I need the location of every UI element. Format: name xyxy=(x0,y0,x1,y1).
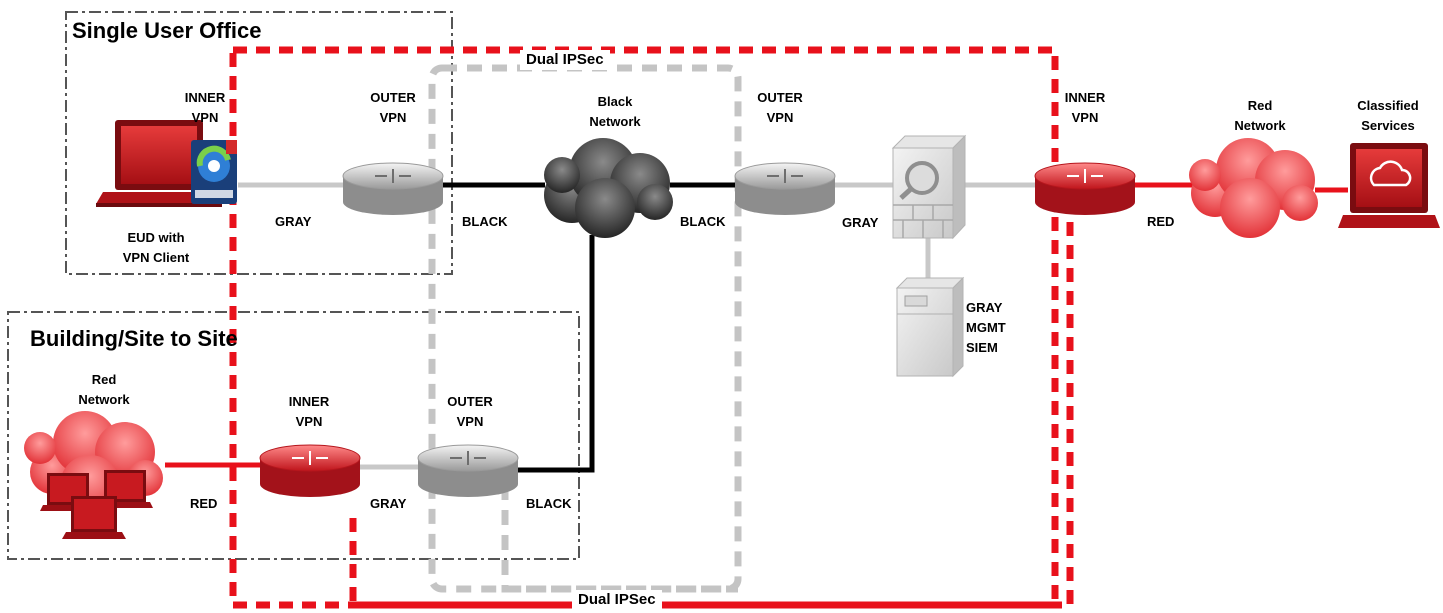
link-label-gray: GRAY xyxy=(842,215,879,230)
black-network-cloud-icon xyxy=(544,138,673,238)
tunnel-inner-red-lower-left xyxy=(349,215,1074,609)
red-laptop-icon xyxy=(62,496,126,539)
link-label-gray: GRAY xyxy=(370,496,407,511)
outer-vpn-router-icon xyxy=(342,162,444,215)
red-laptop-icon xyxy=(40,473,96,511)
inner-vpn-router-bottom-icon xyxy=(259,444,361,497)
outer-vpn-router-right-icon xyxy=(734,162,836,215)
tunnel-outer-gray-lower-left xyxy=(501,485,738,593)
classified-services-laptop-icon xyxy=(1338,143,1440,228)
firewall-icon xyxy=(891,134,967,240)
link-label-red: RED xyxy=(1147,214,1175,229)
server-icon xyxy=(895,276,965,378)
outer-vpn-router-bottom-icon xyxy=(417,444,519,497)
zone-single-user-office-box xyxy=(65,11,453,275)
inner-vpn-router-right-icon xyxy=(1034,162,1136,215)
zone-title-single-user-office: Single User Office xyxy=(72,18,262,43)
anyconnect-icon xyxy=(191,140,237,204)
link-label-gray: GRAY xyxy=(275,214,312,229)
dual-ipsec-label-top: Dual IPSec xyxy=(520,50,610,70)
eud-laptop-icon xyxy=(96,120,222,207)
link-label-black: BLACK xyxy=(680,214,726,229)
link-label-red: RED xyxy=(190,496,218,511)
zone-building-site-box xyxy=(7,311,580,560)
red-network-cloud-icon xyxy=(1189,138,1318,238)
zone-title-building-site: Building/Site to Site xyxy=(30,326,238,351)
link-label-black: BLACK xyxy=(462,214,508,229)
link-black-cloud-outer-bottom xyxy=(515,235,595,473)
link-label-black: BLACK xyxy=(526,496,572,511)
dual-ipsec-label-bottom: Dual IPSec xyxy=(572,590,662,610)
